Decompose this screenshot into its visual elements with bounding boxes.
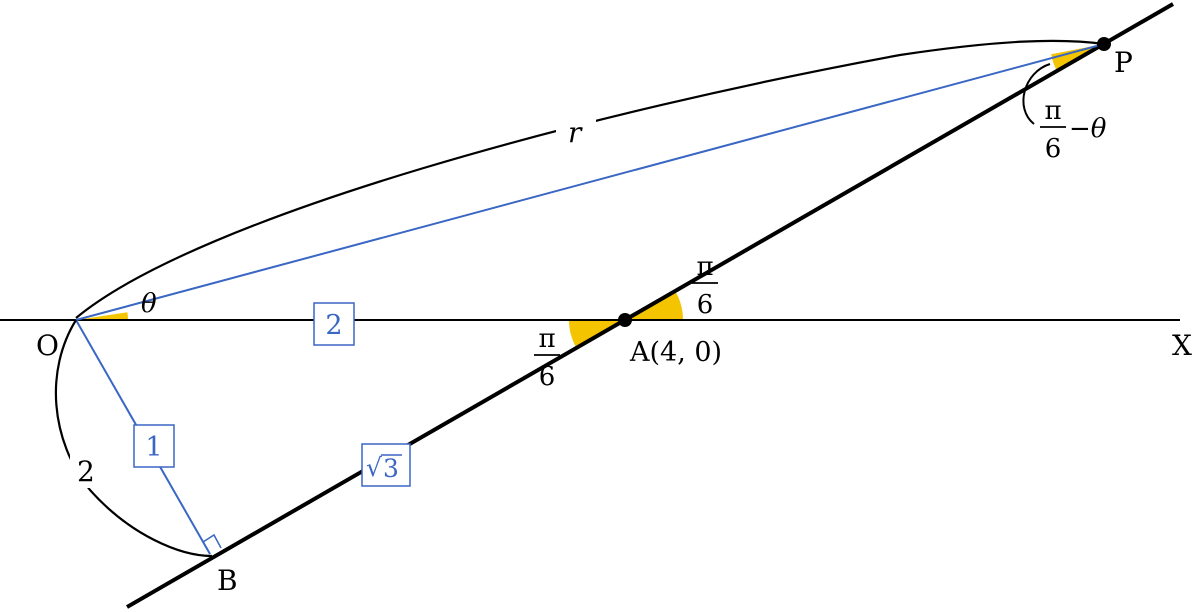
label-r: r [568, 116, 583, 149]
box-frame [361, 443, 411, 487]
label-o: O [36, 329, 59, 362]
box-value: 1 [145, 432, 162, 463]
label-a: A(4, 0) [629, 337, 722, 368]
box-value: 2 [325, 310, 342, 341]
fraction-denominator: 6 [697, 290, 714, 320]
fraction-denominator: 6 [1045, 134, 1062, 164]
fraction-denominator: 6 [539, 362, 556, 392]
angle-sector-theta [76, 312, 128, 320]
fraction-pi-over-6-lower: π 6 [534, 324, 560, 392]
boxed-length-ab: √ 3 [361, 443, 411, 487]
brace-gap-ob [70, 452, 106, 488]
right-angle-mark [202, 533, 222, 549]
brace-gap-r [556, 112, 596, 152]
fraction-pi-over-6-minus-theta: π 6 −θ [1040, 96, 1107, 164]
box-root-sign: √ [366, 453, 382, 482]
fraction-pi-over-6-upper: π 6 [692, 252, 718, 320]
point-p-dot [1097, 37, 1111, 51]
line-through-a [126, 2, 1174, 609]
point-a-dot [618, 313, 632, 327]
label-x-axis: X [1172, 329, 1192, 362]
label-ob-arc-length: 2 [77, 455, 95, 488]
box-frame [133, 424, 175, 468]
label-b: B [217, 564, 238, 597]
label-p: P [1114, 46, 1133, 79]
box-value: 3 [383, 454, 399, 483]
label-theta: θ [141, 289, 157, 319]
minus-theta-label: −θ [1069, 114, 1107, 144]
fraction-numerator: π [696, 252, 713, 282]
fraction-numerator: π [538, 324, 555, 354]
angle-arc-p [1022, 63, 1051, 125]
box-frame [313, 302, 355, 346]
boxed-length-ob: 1 [133, 424, 175, 468]
fraction-numerator: π [1044, 96, 1061, 126]
boxed-length-oa: 2 [313, 302, 355, 346]
brace-arc-r [75, 39, 1105, 319]
segment-op [75, 43, 1105, 321]
brace-arc-ob [54, 319, 213, 558]
